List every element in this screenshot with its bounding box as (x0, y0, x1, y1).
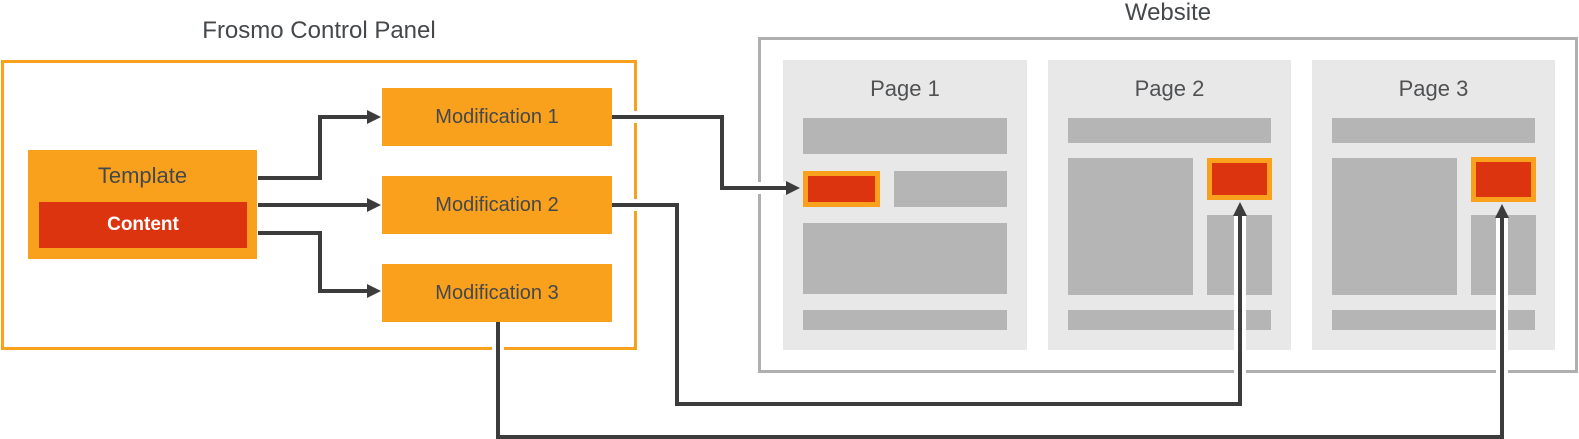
page-2-modification-slot (1207, 158, 1272, 200)
page-1-modification-content (808, 176, 875, 202)
page-2-footer-block (1068, 310, 1271, 330)
template-label: Template (97, 163, 188, 188)
content-label: Content (107, 214, 179, 235)
modification-2-box: Modification 2 (382, 176, 612, 234)
control-panel-title: Frosmo Control Panel (202, 17, 436, 44)
page-2-modification-content (1212, 163, 1267, 195)
page-3-side-block (1471, 215, 1536, 295)
page-2-header-block (1068, 118, 1271, 143)
page-2: Page 2 (1048, 60, 1291, 350)
content-box: Content (39, 202, 247, 248)
page-1-modification-slot (803, 171, 880, 207)
page-3-main-block (1332, 158, 1457, 295)
page-3-title: Page 3 (1398, 76, 1469, 101)
template-box: Template Content (28, 150, 257, 259)
modification-3-box: Modification 3 (382, 264, 612, 322)
page-2-side-block (1207, 215, 1272, 295)
page-3: Page 3 (1312, 60, 1555, 350)
page-1-side-block (894, 171, 1007, 207)
page-3-header-block (1332, 118, 1535, 143)
page-2-title: Page 2 (1134, 76, 1205, 101)
modification-1-box: Modification 1 (382, 88, 612, 146)
page-3-modification-content (1476, 162, 1531, 197)
page-1-footer-block (803, 310, 1007, 330)
page-2-main-block (1068, 158, 1193, 295)
page-1-main-block (803, 223, 1007, 294)
page-1: Page 1 (783, 60, 1027, 350)
page-1-header-block (803, 118, 1007, 154)
website-title: Website (1124, 0, 1212, 26)
page-1-title: Page 1 (870, 76, 940, 101)
page-3-modification-slot (1471, 157, 1536, 202)
page-3-footer-block (1332, 310, 1535, 330)
